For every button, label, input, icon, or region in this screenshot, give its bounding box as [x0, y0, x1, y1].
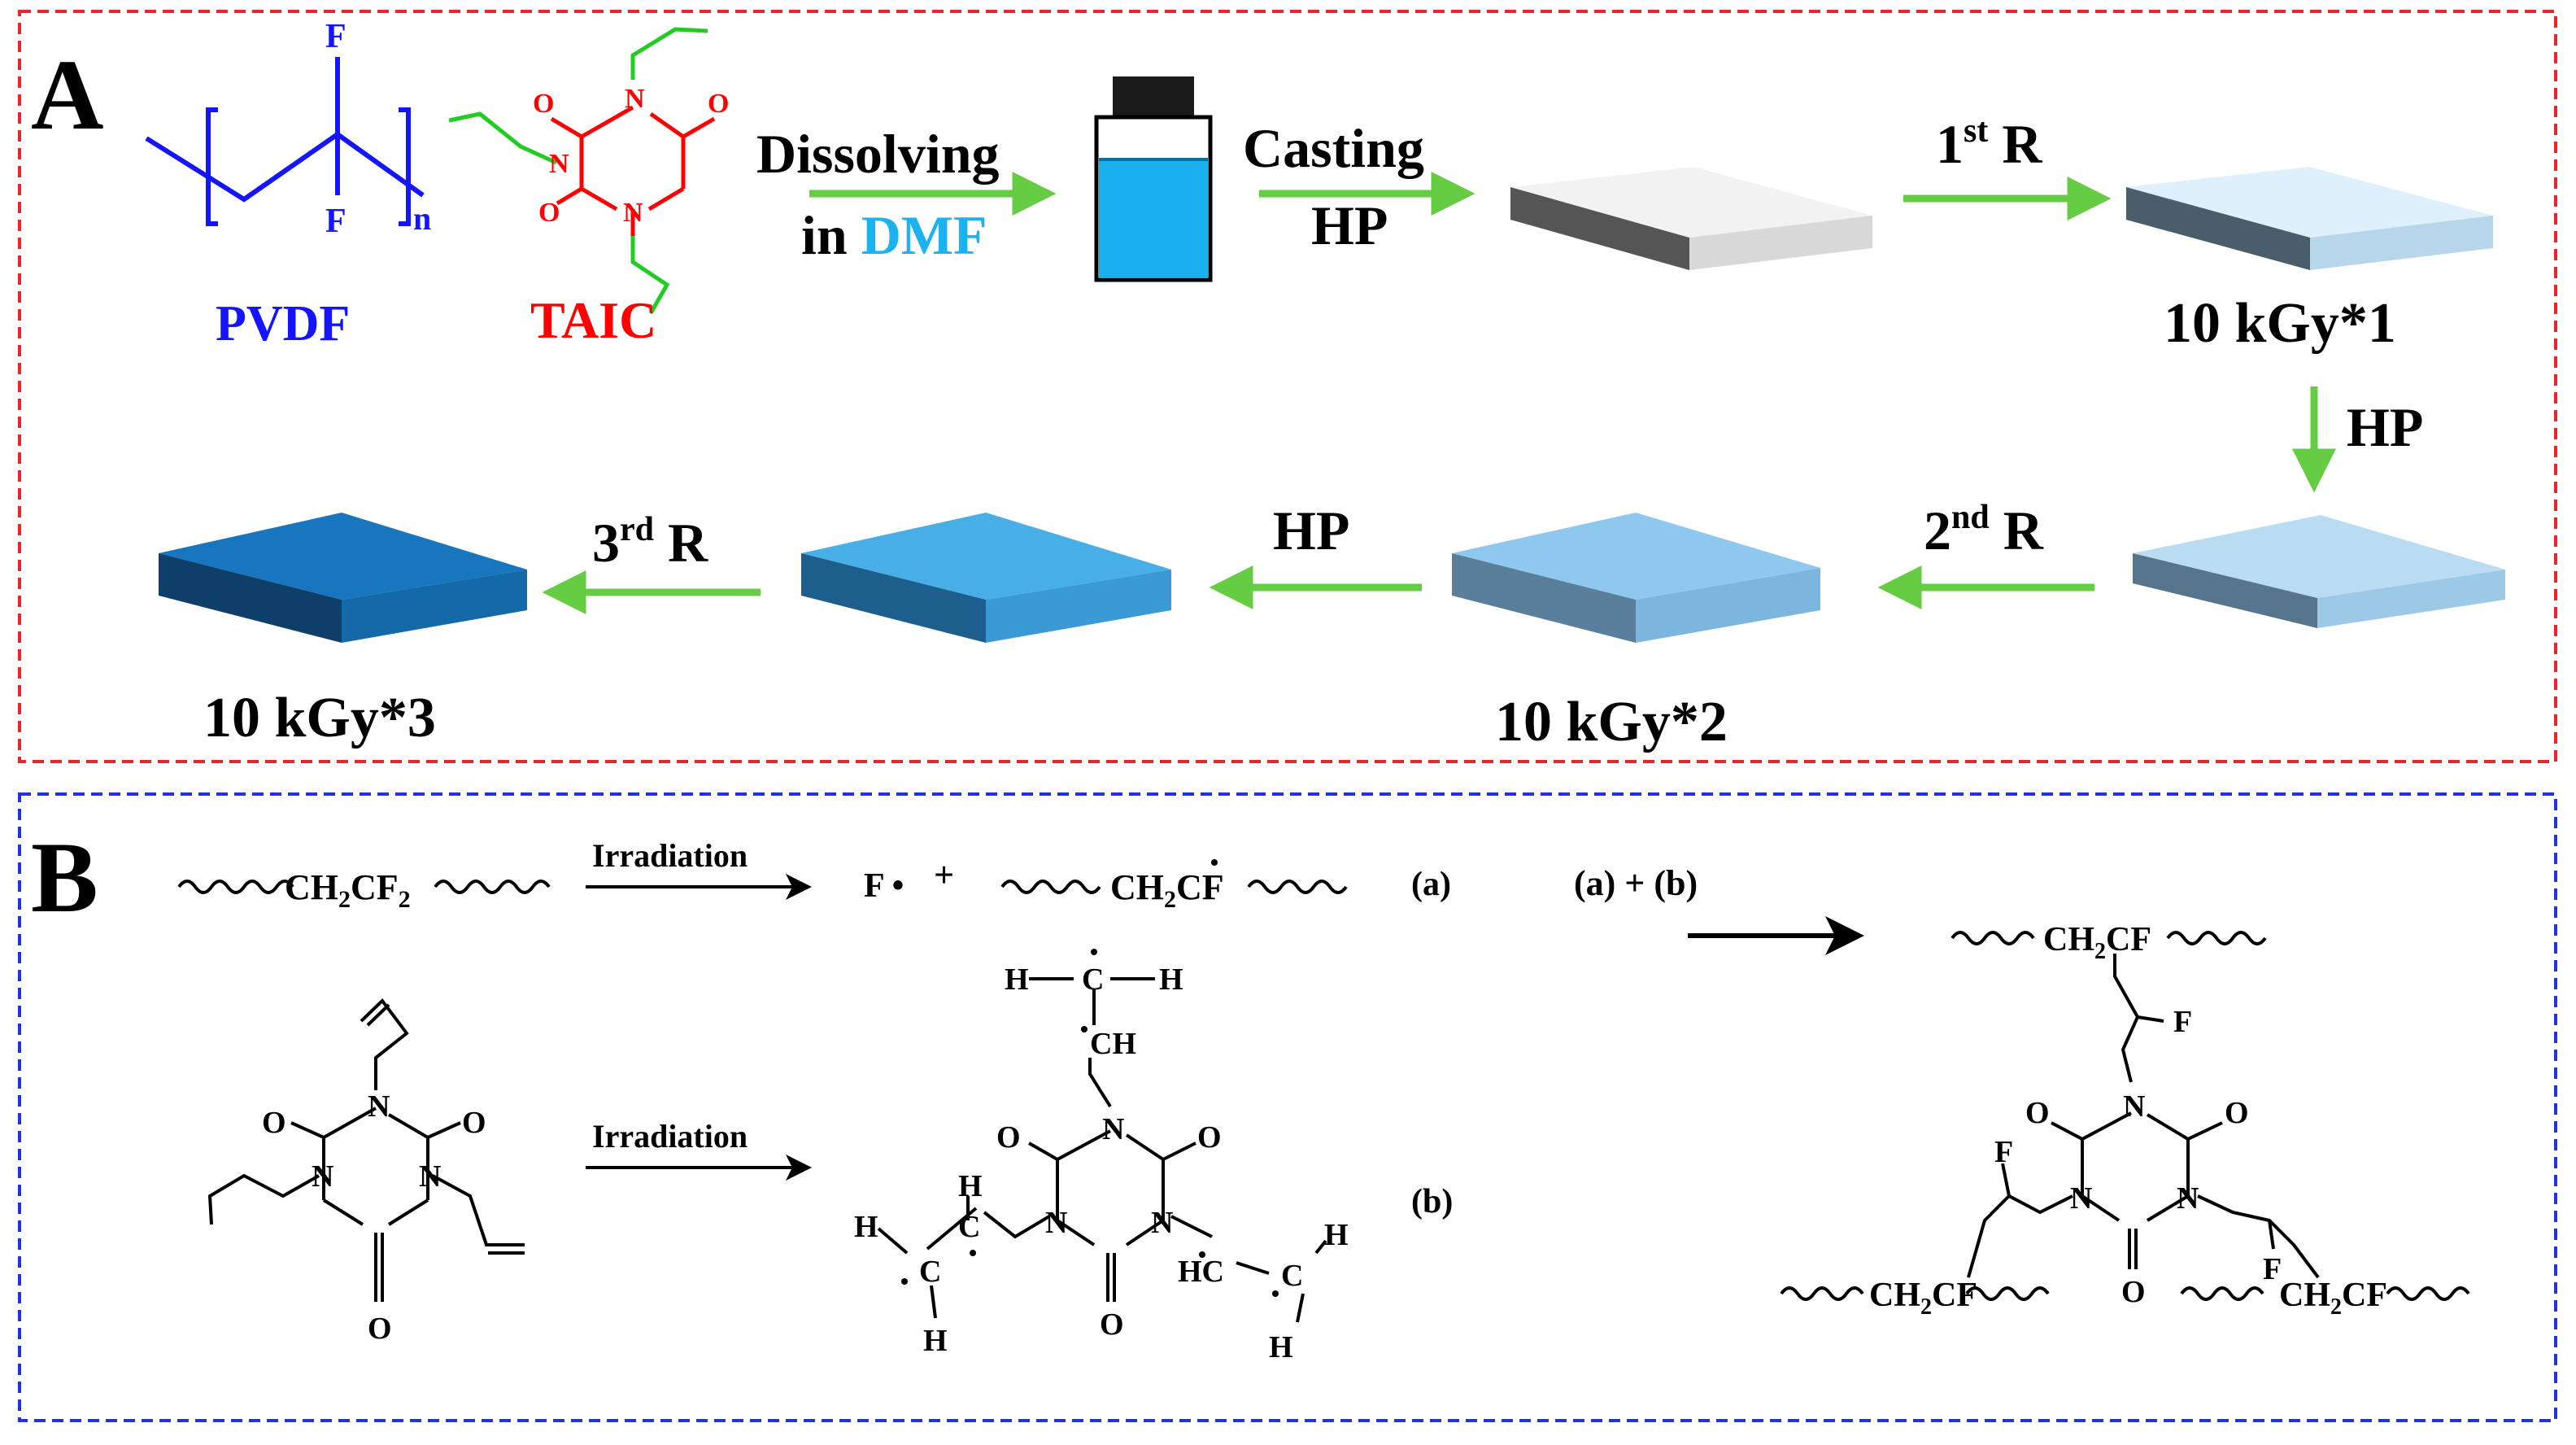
- taic-o2: O: [708, 89, 729, 119]
- radical-h4: H: [854, 1210, 878, 1244]
- irradiation-label-a: Irradiation: [592, 837, 748, 874]
- radical-hc: HC: [1178, 1255, 1224, 1289]
- solution-vial: [1094, 76, 1213, 282]
- tag-b: (b): [1411, 1183, 1453, 1220]
- radical-h3: H: [958, 1169, 983, 1203]
- dose-2-label: 10 kGy*2: [1495, 691, 1728, 753]
- taic-n2: N: [549, 149, 569, 179]
- panel-a-frame: [18, 10, 2557, 763]
- hp-down-label: HP: [2347, 396, 2423, 458]
- film-10kgy-2: [1452, 513, 1820, 643]
- combined-label: (a) + (b): [1574, 863, 1698, 903]
- crosslinked-product: CH2CF F N O O N N O F F CH2C: [1780, 921, 2470, 1320]
- taic-structure: O O O N N N: [448, 27, 729, 315]
- pvdf-name: PVDF: [216, 296, 350, 351]
- plus-sign: +: [934, 855, 954, 895]
- hp-left-label: HP: [1273, 500, 1349, 561]
- radical-c2: C: [958, 1210, 980, 1244]
- pvdf-f-top: F: [325, 18, 347, 55]
- radical-c4: C: [1281, 1259, 1303, 1293]
- casting-label: Casting: [1243, 117, 1424, 179]
- taic-b-o3: O: [368, 1312, 392, 1346]
- radical-o2: O: [1197, 1120, 1222, 1155]
- product-o3: O: [2121, 1275, 2146, 1309]
- product-right-chain: CH2CF: [2279, 1277, 2387, 1320]
- radical-o1: O: [996, 1120, 1021, 1155]
- radical-h6: H: [1324, 1218, 1349, 1252]
- product-n1: N: [2123, 1089, 2145, 1124]
- taic-b-n2: N: [312, 1159, 333, 1194]
- in-dmf-label: in DMF: [801, 204, 987, 266]
- panel-b-frame: [18, 792, 2557, 1422]
- fluorine-radical: F •: [864, 867, 904, 905]
- taic-b-o2: O: [462, 1106, 486, 1140]
- radical-h5: H: [923, 1324, 948, 1358]
- pvdf-f-bottom: F: [325, 203, 347, 240]
- taic-b-o1: O: [262, 1106, 286, 1140]
- film-10kgy-3: [159, 513, 527, 643]
- radical-h7: H: [1269, 1330, 1293, 1364]
- wavy-right-2: [1247, 880, 1348, 894]
- product-f2: F: [1994, 1135, 2013, 1169]
- taic-radical: [877, 977, 1327, 1323]
- product-f3: F: [2263, 1252, 2282, 1286]
- product-chain: CH2CF: [1110, 867, 1224, 913]
- dose-1-label: 10 kGy*1: [2164, 292, 2396, 355]
- taic-b-n1: N: [368, 1089, 390, 1124]
- dissolving-label: Dissolving: [756, 123, 1000, 185]
- panel-a-label: A: [31, 39, 104, 151]
- film-cast: [1510, 167, 1872, 270]
- casting-hp-label: HP: [1311, 194, 1388, 256]
- radical-n2: N: [1045, 1206, 1067, 1240]
- taic-b-n3: N: [419, 1159, 441, 1194]
- radical-c3: C: [919, 1255, 941, 1289]
- taic-n3: N: [623, 198, 643, 228]
- reactant-chain: CH2CF2: [285, 867, 411, 913]
- pvdf-structure: [145, 57, 425, 226]
- taic-o3: O: [538, 198, 560, 228]
- radical-h2: H: [1159, 963, 1183, 997]
- panel-b-label: B: [31, 822, 98, 933]
- product-o1: O: [2025, 1096, 2050, 1130]
- product-n3: N: [2177, 1181, 2199, 1216]
- product-top-chain: CH2CF: [2043, 921, 2151, 964]
- radical-o3: O: [1100, 1307, 1124, 1342]
- wavy-right-1: [434, 880, 551, 894]
- wavy-left-2: [1000, 880, 1101, 894]
- step-1r-label: 1st R: [1936, 112, 2042, 175]
- irradiation-label-b: Irradiation: [592, 1118, 748, 1155]
- radical-ch: CH: [1090, 1027, 1136, 1061]
- film-hp-2: [801, 513, 1171, 643]
- radical-n1: N: [1102, 1112, 1124, 1146]
- taic-reactant: [207, 998, 525, 1302]
- film-hp-1: [2133, 515, 2505, 628]
- wavy-left-1: [177, 880, 294, 894]
- pvdf-n: n: [413, 200, 431, 237]
- taic-o1: O: [533, 89, 554, 119]
- radical-c1: C: [1082, 963, 1104, 997]
- film-10kgy-1: [2126, 167, 2493, 270]
- product-n2: N: [2070, 1181, 2092, 1216]
- product-f1: F: [2173, 1005, 2192, 1039]
- product-left-chain: CH2CF: [1869, 1277, 1977, 1320]
- step-2r-label: 2nd R: [1924, 499, 2044, 561]
- radical-h1: H: [1005, 963, 1029, 997]
- dmf-label: DMF: [861, 204, 987, 266]
- radical-n3: N: [1151, 1206, 1173, 1240]
- reaction-a: CH2CF2 Irradiation F • + CH2CF (a): [177, 837, 1451, 913]
- dose-3-label: 10 kGy*3: [203, 687, 436, 749]
- step-3r-label: 3rd R: [592, 511, 708, 574]
- taic-n1: N: [625, 84, 645, 114]
- product-o2: O: [2225, 1096, 2249, 1130]
- taic-name: TAIC: [530, 291, 656, 349]
- tag-a: (a): [1411, 866, 1451, 903]
